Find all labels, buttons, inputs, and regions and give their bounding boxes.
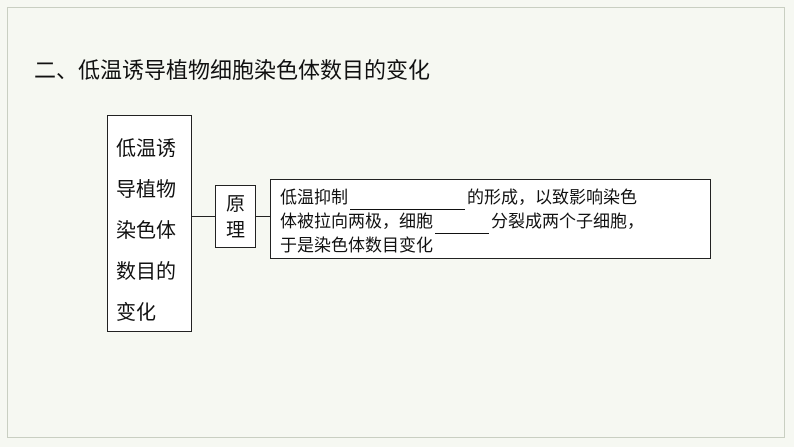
content-text: 体被拉向两极，细胞 (280, 212, 433, 232)
topic-line: 数目的 (116, 259, 176, 283)
content-line-1: 低温抑制 的形成，以致影响染色 (280, 186, 710, 210)
content-text: 分裂成两个子细胞， (491, 212, 644, 232)
principle-label-box: 原 理 (215, 185, 256, 248)
principle-label-char: 原 (225, 193, 245, 215)
topic-line: 导植物 (116, 177, 176, 201)
topic-line: 变化 (116, 300, 156, 324)
topic-line: 染色体 (116, 218, 176, 242)
section-heading: 二、低温诱导植物细胞染色体数目的变化 (34, 59, 431, 84)
content-text: 低温抑制 (280, 188, 348, 208)
content-text: 的形成，以致影响染色 (467, 188, 637, 208)
topic-line: 低温诱 (116, 136, 176, 160)
fill-in-blank[interactable] (350, 191, 465, 210)
principle-label-char: 理 (225, 219, 245, 241)
content-line-3: 于是染色体数目变化 (280, 236, 433, 256)
topic-box: 低温诱 导植物 染色体 数目的 变化 (107, 115, 192, 332)
connector-line (192, 216, 215, 217)
connector-line (256, 216, 270, 217)
slide-frame (7, 7, 785, 438)
principle-content-box: 低温抑制 的形成，以致影响染色 体被拉向两极，细胞 分裂成两个子细胞， 于是染色体数… (270, 179, 711, 259)
content-line-2: 体被拉向两极，细胞 分裂成两个子细胞， (280, 210, 710, 234)
fill-in-blank[interactable] (435, 215, 489, 234)
